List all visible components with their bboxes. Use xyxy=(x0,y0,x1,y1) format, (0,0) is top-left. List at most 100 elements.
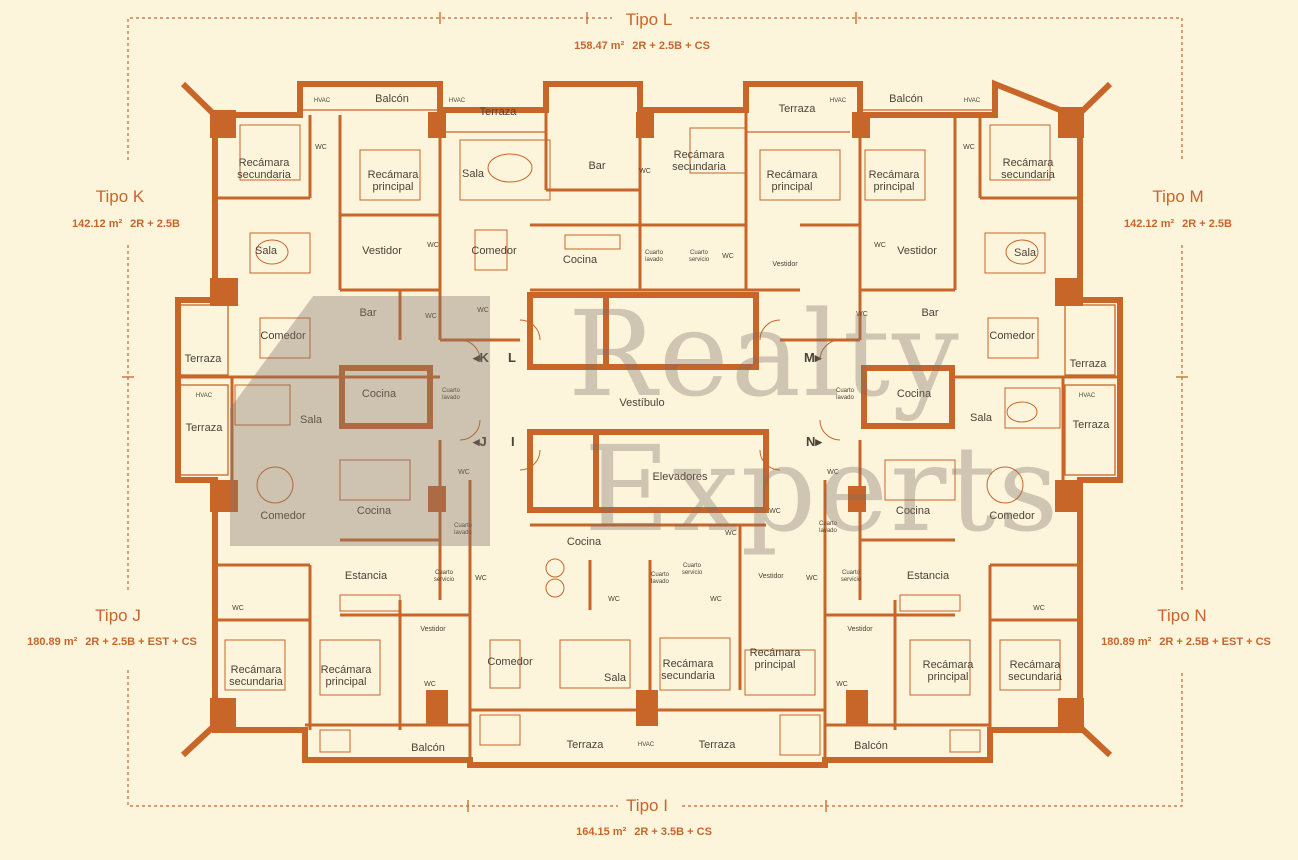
label-recamara-n2: Recámara xyxy=(1010,659,1062,671)
label-terraza-l: Terraza xyxy=(480,106,518,118)
label-elevadores: Elevadores xyxy=(652,471,708,483)
tag-j: ◂J xyxy=(472,434,487,449)
tag-m: M▸ xyxy=(804,350,823,365)
furniture xyxy=(224,124,1061,756)
label-cocina-m: Cocina xyxy=(897,388,932,400)
label-wc-i1: WC xyxy=(769,508,781,515)
label-wc-i2: WC xyxy=(725,530,737,537)
type-k-area: 142.12 m² xyxy=(72,218,123,230)
label-servicio-j: servicio xyxy=(434,577,455,583)
label-comedor-k: Comedor xyxy=(260,330,306,342)
label-lavado-l: lavado xyxy=(645,257,663,263)
type-k-config: 2R + 2.5B xyxy=(130,218,180,230)
tag-l: L xyxy=(508,350,516,365)
label-terraza-m: Terraza xyxy=(1070,358,1108,370)
label-secundaria-m: secundaria xyxy=(1001,169,1056,181)
tag-n: N▸ xyxy=(806,434,823,449)
label-cuarto-k: Cuarto xyxy=(442,388,461,394)
label-wc-m3: WC xyxy=(856,311,868,318)
label-cuarto-j1: Cuarto xyxy=(454,523,473,529)
type-l-title: Tipo L xyxy=(625,10,673,29)
label-recamara-k2: Recámara xyxy=(368,169,420,181)
type-j-config: 2R + 2.5B + EST + CS xyxy=(85,636,197,648)
label-bar-l: Bar xyxy=(588,160,605,172)
label-wc-k4: WC xyxy=(477,307,489,314)
label-sala-j: Sala xyxy=(300,414,323,426)
label-principal-k: principal xyxy=(373,181,414,193)
label-wc-i4: WC xyxy=(710,596,722,603)
label-wc-j: WC xyxy=(458,469,470,476)
label-vestidor-j: Vestidor xyxy=(420,626,446,633)
label-wc-j2: WC xyxy=(475,575,487,582)
label-wc-n3: WC xyxy=(1033,605,1045,612)
label-wc-m: WC xyxy=(963,144,975,151)
label-recamara-i2: Recámara xyxy=(750,647,802,659)
label-hvac-5: HVAC xyxy=(196,393,213,399)
type-i-area: 164.15 m² xyxy=(576,826,627,838)
label-wc-k3: WC xyxy=(425,313,437,320)
label-lavado-n: lavado xyxy=(819,528,837,534)
label-secundaria-l: secundaria xyxy=(672,161,727,173)
label-recamara-j1: Recámara xyxy=(231,664,283,676)
label-recamara-j2: Recámara xyxy=(321,664,373,676)
label-wc-n4: WC xyxy=(836,681,848,688)
label-principal-i: principal xyxy=(755,659,796,671)
label-hvac-2: HVAC xyxy=(449,98,466,104)
type-m-config: 2R + 2.5B xyxy=(1182,218,1232,230)
label-servicio-l: servicio xyxy=(689,257,710,263)
label-bar-k: Bar xyxy=(359,307,376,319)
label-secundaria-i: secundaria xyxy=(661,670,716,682)
type-m-area: 142.12 m² xyxy=(1124,218,1175,230)
label-cocina-l: Cocina xyxy=(563,254,598,266)
label-sala-l: Sala xyxy=(462,168,485,180)
label-principal-j: principal xyxy=(326,676,367,688)
label-vestidor-i: Vestidor xyxy=(758,573,784,580)
label-hvac-6: HVAC xyxy=(1079,393,1096,399)
dimension-lines xyxy=(122,12,1188,812)
label-wc-j3: WC xyxy=(232,605,244,612)
label-recamara-k1: Recámara xyxy=(239,157,291,169)
label-wc-n2: WC xyxy=(806,575,818,582)
label-secundaria-n: secundaria xyxy=(1008,671,1063,683)
label-wc-i3: WC xyxy=(608,596,620,603)
label-balcon-n: Balcón xyxy=(854,740,888,752)
label-cocina-j: Cocina xyxy=(357,505,392,517)
label-wc-l2: WC xyxy=(722,253,734,260)
type-m-meta: 142.12 m² 2R + 2.5B xyxy=(1124,218,1232,230)
label-cuarto-n2: Cuarto xyxy=(842,570,861,576)
label-sala-k: Sala xyxy=(255,245,278,257)
label-terraza-j: Terraza xyxy=(186,422,224,434)
label-terraza-k: Terraza xyxy=(185,353,223,365)
label-cuarto-m: Cuarto xyxy=(836,388,855,394)
label-recamara-i1: Recámara xyxy=(663,658,715,670)
label-vestidor-m: Vestidor xyxy=(897,245,937,257)
label-recamara-l: Recámara xyxy=(674,149,726,161)
label-wc-l: WC xyxy=(639,168,651,175)
label-cuarto-l1: Cuarto xyxy=(645,250,664,256)
label-cocina-k: Cocina xyxy=(362,388,397,400)
label-wc-j4: WC xyxy=(424,681,436,688)
label-bar-m: Bar xyxy=(921,307,938,319)
label-recamara-m2: Recámara xyxy=(1003,157,1055,169)
label-servicio-n: servicio xyxy=(841,577,862,583)
type-n-title: Tipo N xyxy=(1157,606,1207,625)
label-principal-l: principal xyxy=(772,181,813,193)
label-wc-k2: WC xyxy=(427,242,439,249)
label-wc-n: WC xyxy=(827,469,839,476)
label-terraza-n: Terraza xyxy=(1073,419,1111,431)
label-sala-m: Sala xyxy=(1014,247,1037,259)
label-terraza-m-top: Terraza xyxy=(779,103,817,115)
label-vestidor-n: Vestidor xyxy=(847,626,873,633)
label-estancia-j: Estancia xyxy=(345,570,388,582)
label-cuarto-l2: Cuarto xyxy=(690,250,709,256)
label-terraza-i1: Terraza xyxy=(567,739,605,751)
label-hvac-4: HVAC xyxy=(964,98,981,104)
label-recamara-n1: Recámara xyxy=(923,659,975,671)
interior-walls xyxy=(177,109,1120,760)
label-comedor-l: Comedor xyxy=(471,245,517,257)
label-vestidor-l: Vestidor xyxy=(772,261,798,268)
